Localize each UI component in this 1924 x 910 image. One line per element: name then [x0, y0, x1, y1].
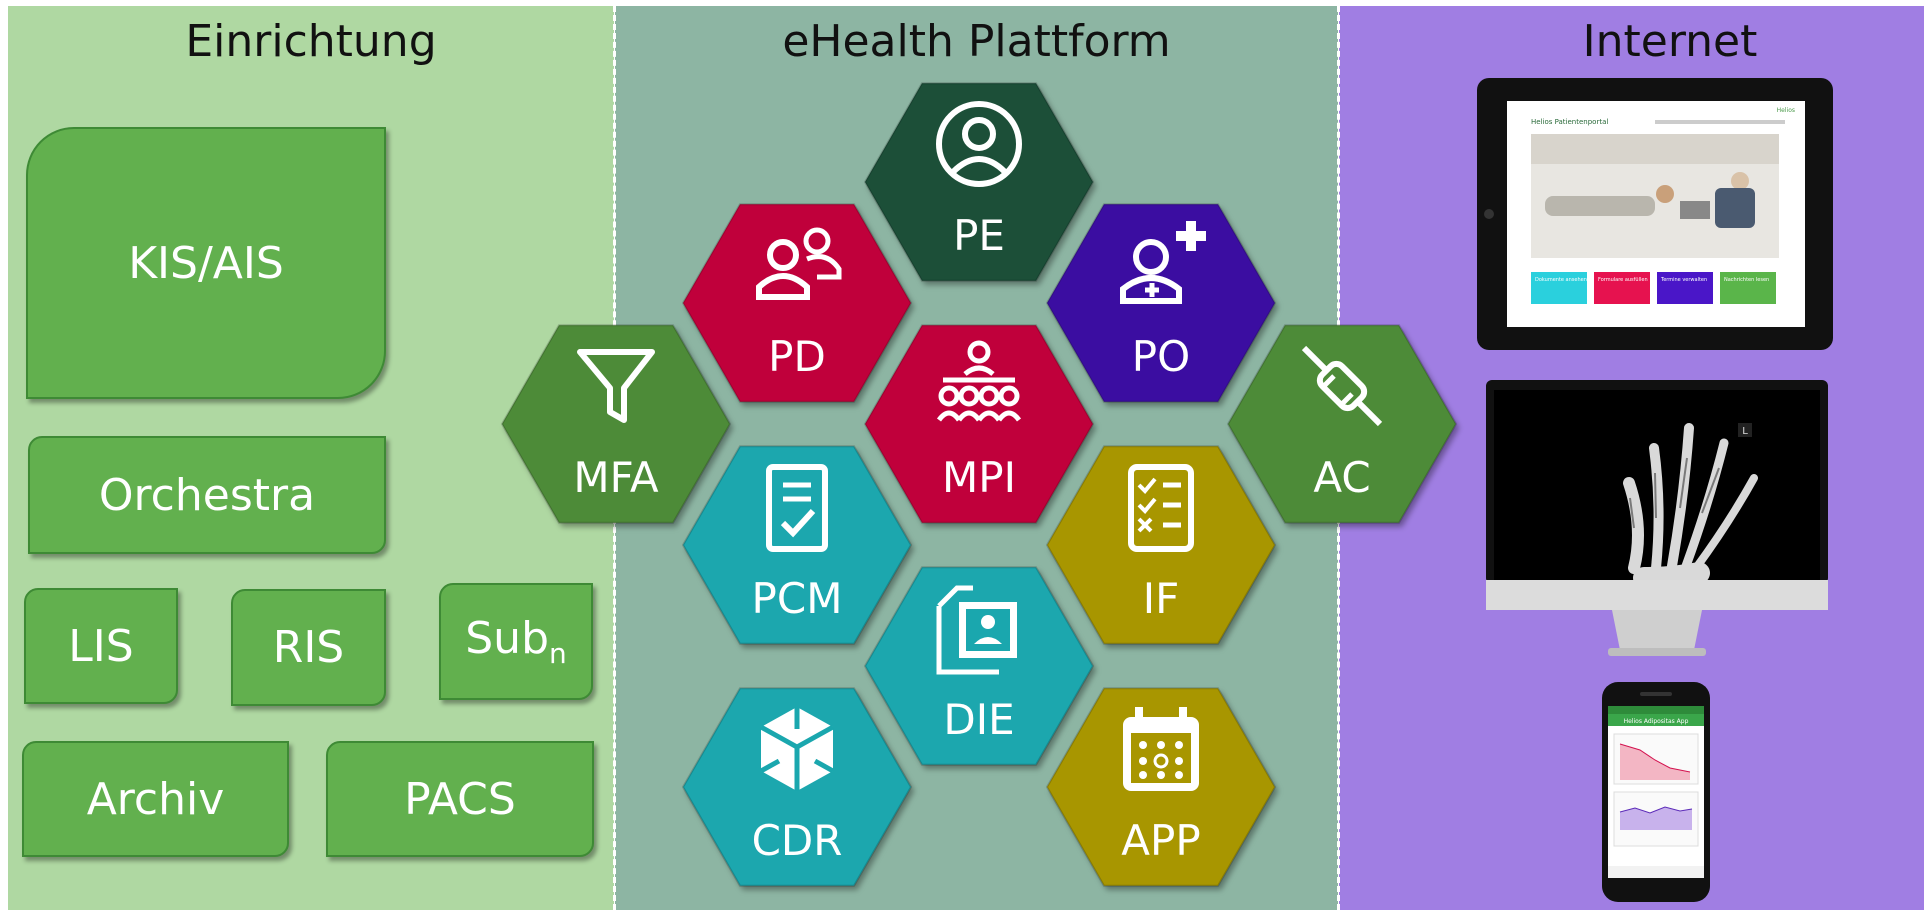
- pd-label: PD: [768, 332, 826, 381]
- tablet-home-button: [1484, 209, 1494, 219]
- sub-label: Sub: [465, 613, 549, 665]
- app-label: APP: [1121, 816, 1200, 865]
- app-module-hex: APP: [1045, 687, 1277, 887]
- tablet-portal-title: Helios Patientenportal: [1531, 118, 1608, 126]
- pcm-hex-shape: [681, 445, 913, 645]
- tablet-tile: [1594, 272, 1650, 304]
- monitor-device: L: [1486, 380, 1828, 656]
- die-hex-shape: [863, 566, 1095, 766]
- pacs-label: PACS: [404, 773, 516, 825]
- tablet-tile-label: Formulare ausfüllen: [1598, 277, 1648, 283]
- cdr-module-hex: CDR: [681, 687, 913, 887]
- pe-module-hex: PE: [863, 82, 1095, 282]
- image-document-icon: [936, 585, 1017, 675]
- tablet-tile: [1531, 272, 1587, 304]
- filter-icon: [577, 349, 655, 423]
- tablet-tile-label: Nachrichten lesen: [1724, 277, 1769, 283]
- pcm-module-hex: PCM: [681, 445, 913, 645]
- mpi-module-hex: MPI: [863, 324, 1095, 524]
- cdr-label: CDR: [752, 816, 843, 865]
- sub-index-label: n: [549, 636, 567, 670]
- pcm-label: PCM: [752, 574, 843, 623]
- phone-device: Helios Adipositas App: [1602, 682, 1710, 902]
- monitor-stand: [1612, 610, 1702, 650]
- group-icon: [936, 340, 1022, 422]
- ac-module-hex: AC: [1226, 324, 1458, 524]
- tablet-tile: [1720, 272, 1776, 304]
- document-check-icon: [766, 464, 828, 552]
- monitor-chin: [1486, 580, 1828, 610]
- mpi-label: MPI: [942, 453, 1016, 502]
- tablet-tile-label: Termine verwalten: [1660, 277, 1707, 283]
- person-plus-icon: [1120, 221, 1206, 304]
- phone-app-header: [1608, 714, 1704, 726]
- die-module-hex: DIE: [863, 566, 1095, 766]
- plug-icon: [1301, 345, 1383, 427]
- die-label: DIE: [943, 695, 1014, 744]
- einrichtung-title: Einrichtung: [185, 16, 437, 67]
- if-hex-shape: [1045, 445, 1277, 645]
- orchestra-label: Orchestra: [98, 469, 316, 521]
- tablet-tile-label: Dokumente ansehen: [1535, 277, 1587, 283]
- lis-label: LIS: [68, 620, 134, 672]
- mpi-hex-shape: [863, 324, 1095, 524]
- xray-side-marker: L: [1742, 426, 1748, 437]
- calendar-icon: [1123, 707, 1199, 791]
- mfa-label: MFA: [573, 453, 659, 502]
- tablet-tiles: Dokumente ansehen Formulare ausfüllen Term…: [1531, 272, 1776, 304]
- internet-title: Internet: [1582, 16, 1758, 67]
- lis-box: LIS: [24, 588, 178, 704]
- mfa-hex-shape: [500, 324, 732, 524]
- ris-box: RIS: [231, 589, 386, 706]
- tablet-tile: [1657, 272, 1713, 304]
- person-circle-icon: [936, 101, 1022, 187]
- if-module-hex: IF: [1045, 445, 1277, 645]
- kis-ais-box: KIS/AIS: [26, 127, 386, 399]
- phone-app-title: Helios Adipositas App: [1624, 718, 1689, 725]
- people-icon: [756, 227, 842, 300]
- sub-n-box: Subn: [439, 583, 593, 700]
- pd-hex-shape: [681, 203, 913, 403]
- pacs-box: PACS: [326, 741, 594, 857]
- sub-n-label: Subn: [465, 613, 567, 670]
- kis-ais-label: KIS/AIS: [128, 237, 284, 289]
- ehealth-platform-title: eHealth Plattform: [782, 16, 1171, 67]
- po-module-hex: PO: [1045, 203, 1277, 403]
- po-label: PO: [1132, 332, 1190, 381]
- mfa-module-hex: MFA: [500, 324, 732, 524]
- archiv-box: Archiv: [22, 741, 289, 857]
- tablet-brand: Helios: [1777, 107, 1795, 114]
- pd-module-hex: PD: [681, 203, 913, 403]
- ris-label: RIS: [272, 622, 345, 673]
- phone-tab-bar: [1608, 866, 1704, 878]
- ac-hex-shape: [1226, 324, 1458, 524]
- tablet-nav: [1655, 120, 1785, 124]
- pe-label: PE: [953, 211, 1005, 260]
- archiv-label: Archiv: [86, 773, 225, 825]
- ac-label: AC: [1313, 453, 1370, 502]
- cubes-icon: [759, 707, 835, 791]
- if-label: IF: [1143, 574, 1180, 623]
- orchestra-box: Orchestra: [28, 436, 386, 554]
- tablet-device: Helios Patientenportal Helios Dokumente …: [1477, 78, 1833, 350]
- checklist-icon: [1128, 464, 1194, 552]
